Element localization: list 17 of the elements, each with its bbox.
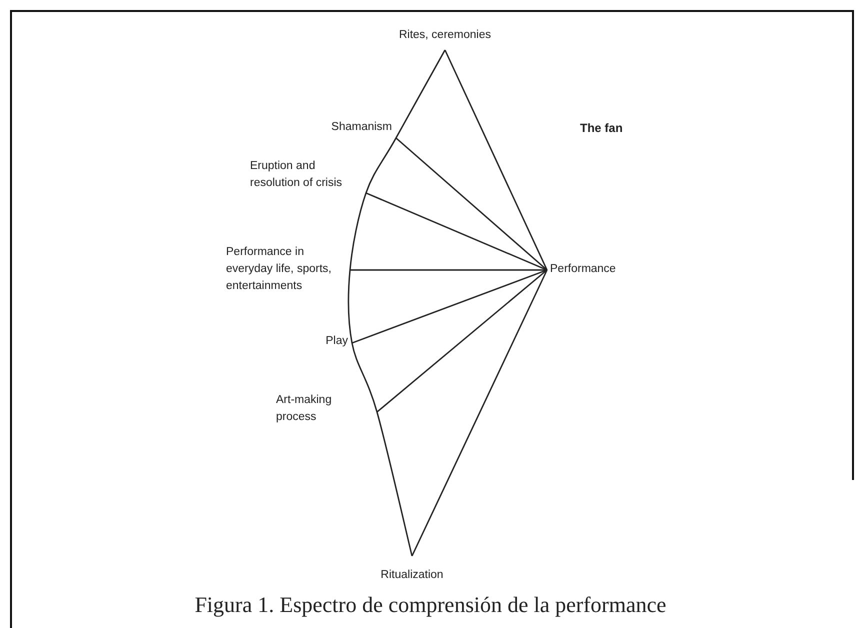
diagram-title: The fan	[580, 121, 623, 135]
fan-label: Performance in everyday life, sports, entertainments	[226, 244, 348, 295]
connector-line	[366, 192, 548, 271]
connector-line	[352, 269, 548, 344]
connector-line	[444, 50, 548, 270]
connector-line	[350, 269, 547, 271]
fan-label: Play	[300, 333, 348, 350]
fan-label: Ritualization	[352, 567, 472, 584]
figure-caption: Figura 1. Espectro de comprensión de la performance	[194, 592, 668, 618]
connector-line	[396, 137, 548, 271]
connector-line	[376, 269, 548, 413]
fan-label: Shamanism	[300, 119, 392, 136]
fan-label: Eruption and resolution of crisis	[250, 158, 358, 192]
fan-label: Rites, ceremonies	[385, 27, 505, 44]
connector-line	[411, 270, 548, 556]
fan-label: Art-making process	[276, 392, 356, 426]
fan-label: Performance	[550, 261, 650, 278]
